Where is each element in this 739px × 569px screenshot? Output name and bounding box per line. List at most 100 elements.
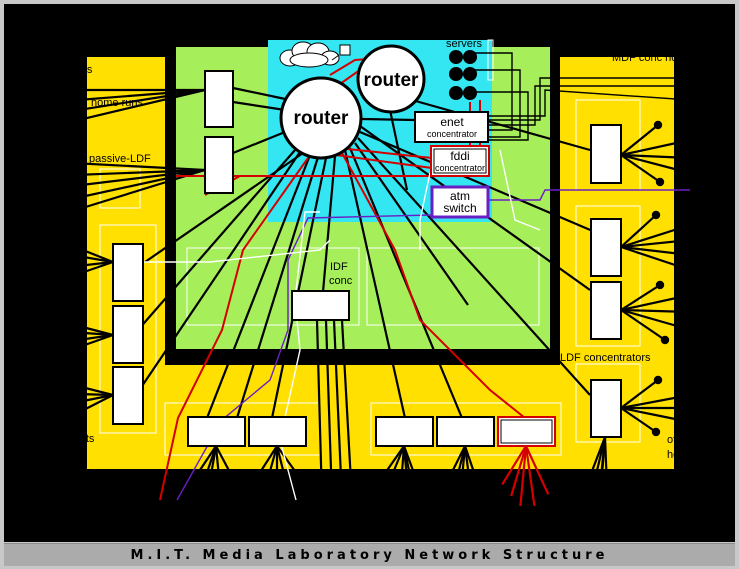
server-node bbox=[449, 67, 463, 81]
host-node bbox=[685, 235, 695, 245]
host-node bbox=[685, 390, 695, 400]
ldf-concentrators-label: LDF concentrators bbox=[560, 352, 651, 364]
host-node bbox=[545, 493, 555, 503]
host-node bbox=[23, 113, 33, 123]
bottom-conc-box-3 bbox=[375, 416, 434, 447]
host-node bbox=[41, 373, 51, 383]
switch-label: switch bbox=[443, 201, 476, 215]
host-node bbox=[40, 230, 50, 240]
atm-label: atm bbox=[450, 189, 470, 203]
office-label: office bbox=[667, 434, 693, 446]
host-node bbox=[37, 325, 47, 335]
bottom-conc-box-1 bbox=[187, 416, 246, 447]
host-node bbox=[685, 290, 695, 300]
bottom-conc-box-2 bbox=[248, 416, 307, 447]
host-link bbox=[214, 445, 222, 489]
host-node bbox=[653, 375, 663, 385]
host-link bbox=[27, 88, 206, 120]
host-node bbox=[381, 485, 391, 495]
host-link bbox=[396, 445, 406, 526]
host-link bbox=[588, 436, 607, 501]
host-node bbox=[229, 475, 239, 485]
host-node bbox=[300, 480, 310, 490]
host-link bbox=[620, 153, 691, 160]
host-link bbox=[603, 436, 610, 513]
host-link bbox=[41, 248, 114, 264]
host-link bbox=[620, 238, 691, 249]
host-node bbox=[215, 483, 225, 493]
host-node bbox=[393, 520, 403, 530]
host-node bbox=[39, 200, 49, 210]
host-node bbox=[415, 520, 425, 530]
fddi-concentrator-label: concentrator bbox=[435, 163, 485, 173]
host-link bbox=[45, 376, 114, 397]
host-node bbox=[55, 417, 65, 427]
host-node bbox=[41, 280, 51, 290]
host-node bbox=[272, 500, 282, 510]
host-node bbox=[681, 403, 691, 413]
fddi-concentrator-box bbox=[430, 145, 490, 177]
host-link bbox=[275, 445, 292, 499]
host-node bbox=[449, 485, 459, 495]
host-link bbox=[59, 394, 114, 423]
lab-hosts-label: hosts bbox=[640, 509, 667, 521]
host-node bbox=[655, 280, 665, 290]
office-hosts-label: hosts bbox=[667, 449, 694, 461]
host-link bbox=[41, 260, 114, 272]
host-link bbox=[620, 308, 685, 330]
host-node bbox=[679, 323, 689, 333]
host-node bbox=[595, 495, 605, 505]
server-icon bbox=[449, 50, 477, 100]
host-link bbox=[620, 308, 691, 314]
server-node bbox=[449, 86, 463, 100]
ldf-conc-box-2 bbox=[112, 305, 144, 364]
host-link bbox=[463, 445, 474, 501]
mdf-router-circle bbox=[356, 44, 426, 114]
host-link bbox=[41, 391, 114, 397]
host-node bbox=[39, 340, 49, 350]
host-link bbox=[47, 168, 206, 178]
host-link bbox=[620, 153, 687, 174]
host-node bbox=[427, 517, 437, 527]
host-node bbox=[679, 263, 689, 273]
host-node bbox=[37, 245, 47, 255]
enet-concentrator-box bbox=[414, 111, 489, 143]
idf-conc-box-center bbox=[291, 290, 350, 321]
host-link bbox=[384, 445, 406, 491]
host-node bbox=[593, 503, 603, 513]
host-link bbox=[620, 407, 657, 433]
idf-conc-box-1 bbox=[204, 70, 234, 128]
host-link bbox=[620, 223, 691, 249]
host-node bbox=[35, 98, 45, 108]
host-link bbox=[518, 445, 528, 511]
host-link bbox=[463, 445, 482, 491]
ldf-conc-box-5 bbox=[590, 281, 622, 340]
main-router-label: router bbox=[294, 108, 350, 129]
host-node bbox=[285, 493, 295, 503]
host-link bbox=[276, 445, 306, 486]
mdf-conc-box bbox=[590, 124, 622, 184]
host-node bbox=[40, 85, 50, 95]
host-link bbox=[620, 284, 661, 311]
host-link bbox=[47, 316, 114, 337]
host-node bbox=[43, 171, 53, 181]
host-link bbox=[194, 445, 218, 506]
host-node bbox=[685, 307, 695, 317]
host-node bbox=[43, 353, 53, 363]
ldf-conc-hosts-label: LDF conc hosts bbox=[18, 433, 95, 445]
host-node bbox=[67, 158, 77, 168]
host-link bbox=[620, 245, 691, 257]
host-link bbox=[620, 124, 659, 156]
host-node bbox=[505, 495, 515, 505]
host-link bbox=[582, 436, 607, 493]
host-link bbox=[620, 245, 685, 270]
host-node bbox=[685, 220, 695, 230]
host-node bbox=[579, 487, 589, 497]
host-node bbox=[37, 388, 47, 398]
host-link bbox=[47, 393, 114, 410]
host-link bbox=[49, 168, 206, 220]
host-link bbox=[45, 260, 114, 287]
host-node bbox=[245, 483, 255, 493]
host-link bbox=[508, 445, 528, 501]
fddi-label: fddi bbox=[450, 149, 469, 163]
